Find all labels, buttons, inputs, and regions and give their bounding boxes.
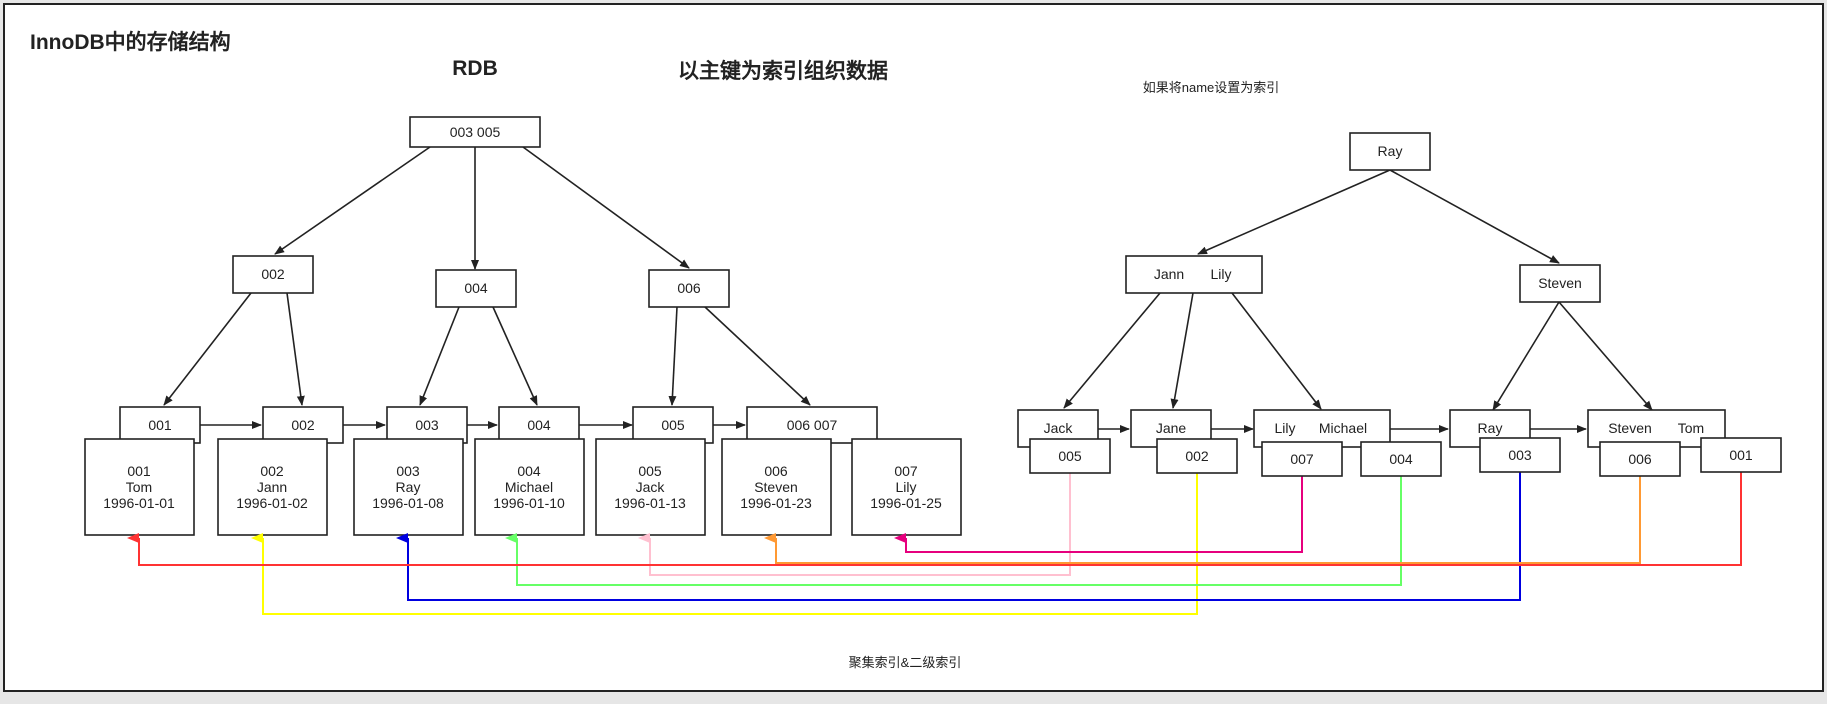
record-name: Michael — [505, 479, 553, 495]
record-date: 1996-01-02 — [236, 495, 308, 511]
pointer-line-001 — [127, 472, 1742, 566]
rdb-title: RDB — [452, 57, 498, 80]
primary-leaf-node-1: 001 — [119, 406, 201, 444]
record-date: 1996-01-13 — [614, 495, 686, 511]
record-name: Ray — [396, 479, 421, 495]
record-id: 002 — [260, 463, 284, 479]
pointer-box-002: 002 — [1156, 438, 1238, 474]
pointer-key: 007 — [1290, 451, 1314, 467]
pointer-key: 005 — [1058, 448, 1082, 464]
primary-leaf-key: 004 — [527, 417, 551, 433]
primary-leaf-key: 006 007 — [787, 417, 838, 433]
pointer-box-007: 007 — [1261, 441, 1343, 477]
pointer-box-005: 005 — [1029, 438, 1111, 474]
pointer-key: 006 — [1628, 451, 1652, 467]
secondary-internal-key-left: Jann — [1154, 266, 1184, 282]
secondary-tree-edges — [1063, 169, 1653, 433]
secondary-leaf-key: Jack — [1044, 420, 1074, 436]
primary-internal-node-1: 002 — [232, 255, 314, 294]
primary-leaf-key: 002 — [291, 417, 315, 433]
record-name: Tom — [126, 479, 152, 495]
secondary-leaf-key: Jane — [1156, 420, 1187, 436]
primary-internal-key: 002 — [261, 266, 285, 282]
record-id: 005 — [638, 463, 662, 479]
pointer-key: 002 — [1185, 448, 1209, 464]
record-007: 007 Lily 1996-01-25 — [851, 438, 962, 536]
secondary-index-note: 如果将name设置为索引 — [1143, 80, 1280, 95]
record-id: 006 — [764, 463, 788, 479]
record-002: 002 Jann 1996-01-02 — [217, 438, 328, 536]
pointer-line-002 — [251, 473, 1198, 615]
record-003: 003 Ray 1996-01-08 — [353, 438, 464, 536]
main-title: InnoDB中的存储结构 — [30, 30, 231, 54]
record-id: 003 — [396, 463, 420, 479]
organize-title: 以主键为索引组织数据 — [678, 59, 888, 83]
footer-caption: 聚集索引&二级索引 — [849, 655, 962, 670]
record-id: 004 — [517, 463, 541, 479]
pointer-key: 001 — [1729, 447, 1753, 463]
pointer-line-006 — [764, 476, 1641, 564]
page-panel — [3, 3, 1824, 692]
secondary-internal-node-1: Jann Lily — [1125, 255, 1263, 294]
secondary-root-node: Ray — [1349, 132, 1431, 171]
primary-leaf-node-6: 006 007 — [746, 406, 878, 444]
primary-leaf-node-2: 002 — [262, 406, 344, 444]
record-date: 1996-01-08 — [372, 495, 444, 511]
primary-root-keys: 003 005 — [450, 124, 501, 140]
secondary-leaf-key-left: Lily — [1274, 420, 1295, 436]
primary-leaf-node-4: 004 — [498, 406, 580, 444]
secondary-root-key: Ray — [1378, 143, 1403, 159]
record-006: 006 Steven 1996-01-23 — [721, 438, 832, 536]
pointer-key: 003 — [1508, 447, 1532, 463]
pointer-line-004 — [505, 476, 1402, 586]
primary-leaf-node-3: 003 — [386, 406, 468, 444]
pointer-line-005 — [638, 473, 1071, 576]
secondary-leaf-key-right: Tom — [1678, 420, 1704, 436]
secondary-internal-node-2: Steven — [1519, 264, 1601, 303]
record-name: Steven — [754, 479, 798, 495]
primary-leaf-key: 005 — [661, 417, 685, 433]
secondary-leaf-node-5: Steven Tom — [1587, 409, 1726, 448]
record-date: 1996-01-25 — [870, 495, 942, 511]
pointer-box-006: 006 — [1599, 441, 1681, 477]
pointer-box-001: 001 — [1700, 437, 1782, 473]
record-date: 1996-01-10 — [493, 495, 565, 511]
primary-leaf-node-5: 005 — [632, 406, 714, 444]
pointer-box-003: 003 — [1479, 437, 1561, 473]
primary-internal-node-3: 006 — [648, 269, 730, 308]
record-id: 007 — [894, 463, 918, 479]
primary-leaf-key: 001 — [148, 417, 172, 433]
record-date: 1996-01-23 — [740, 495, 812, 511]
pointer-key: 004 — [1389, 451, 1413, 467]
record-date: 1996-01-01 — [103, 495, 175, 511]
record-name: Lily — [895, 479, 916, 495]
primary-internal-node-2: 004 — [435, 269, 517, 308]
record-name: Jann — [257, 479, 287, 495]
record-005: 005 Jack 1996-01-13 — [595, 438, 706, 536]
record-004: 004 Michael 1996-01-10 — [474, 438, 585, 536]
primary-internal-key: 004 — [464, 280, 488, 296]
secondary-leaf-key: Ray — [1478, 420, 1503, 436]
secondary-leaf-key-left: Steven — [1608, 420, 1652, 436]
primary-tree-edges — [163, 146, 811, 429]
primary-leaf-key: 003 — [415, 417, 439, 433]
pointer-box-004: 004 — [1360, 441, 1442, 477]
record-id: 001 — [127, 463, 151, 479]
secondary-leaf-key-right: Michael — [1319, 420, 1367, 436]
primary-root-node: 003 005 — [409, 116, 541, 148]
primary-internal-key: 006 — [677, 280, 701, 296]
secondary-internal-key-left: Steven — [1538, 275, 1582, 291]
pointer-line-007 — [894, 476, 1303, 553]
record-name: Jack — [636, 479, 666, 495]
record-001: 001 Tom 1996-01-01 — [84, 438, 195, 536]
secondary-internal-key-right: Lily — [1210, 266, 1231, 282]
pointer-line-003 — [396, 472, 1521, 601]
pointer-lines — [127, 472, 1742, 615]
